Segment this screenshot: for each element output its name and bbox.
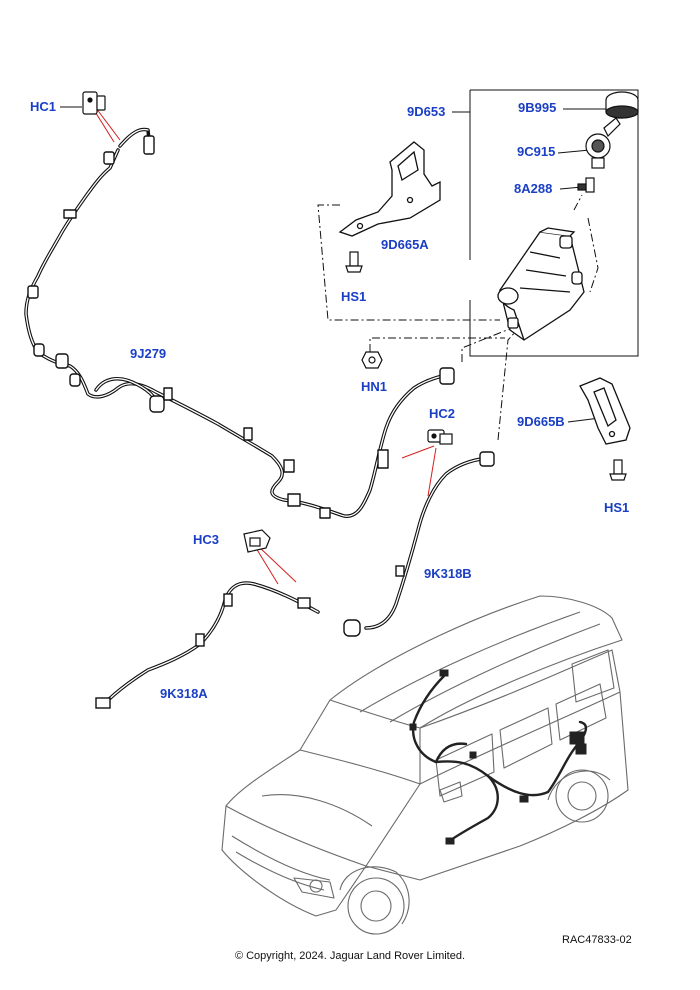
- callout-hc3: HC3: [193, 532, 220, 547]
- canister-body: [497, 227, 585, 341]
- callout-9d665b: 9D665B: [517, 414, 565, 429]
- callout-9j279: 9J279: [130, 346, 167, 361]
- vehicle-harness-connectors: [409, 669, 587, 845]
- hc2-clip: [427, 429, 453, 445]
- callout-hs1-top: HS1: [341, 289, 367, 304]
- harness-9k318a: [95, 581, 320, 709]
- hc1-clip: [82, 91, 106, 115]
- hs1-screw-top: [345, 251, 363, 273]
- callout-9d653: 9D653: [407, 104, 446, 119]
- red-leaders: [93, 107, 437, 585]
- vehicle-harness: [411, 674, 588, 844]
- hc3-clip: [243, 529, 271, 553]
- hs1-screw-right: [609, 459, 627, 481]
- harness-9j279: [24, 127, 455, 519]
- vehicle-illustration: [221, 595, 629, 935]
- callout-hs1-right: HS1: [604, 500, 630, 515]
- callout-9k318a: 9K318A: [160, 686, 208, 701]
- callout-hc1: HC1: [30, 99, 57, 114]
- callout-hc2: HC2: [429, 406, 456, 421]
- callout-8a288: 8A288: [514, 181, 553, 196]
- harness-9k318b: [343, 451, 495, 637]
- diagram-reference: RAC47833-02: [562, 934, 632, 946]
- bracket-9d665b: [579, 377, 631, 445]
- callout-9c915: 9C915: [517, 144, 556, 159]
- callout-hn1: HN1: [361, 379, 388, 394]
- hn1-nut: [361, 351, 383, 369]
- filter-cap-9b995: [605, 91, 639, 119]
- callout-9k318b: 9K318B: [424, 566, 472, 581]
- bracket-9d665a: [338, 141, 441, 237]
- valve-9c915: [585, 117, 621, 169]
- canister-group-box: [469, 89, 639, 357]
- connector-8a288: [577, 177, 595, 193]
- copyright-notice: © Copyright, 2024. Jaguar Land Rover Lim…: [234, 950, 466, 962]
- dash-dot-leaders: [317, 194, 599, 441]
- callout-9b995: 9B995: [518, 100, 557, 115]
- callout-9d665a: 9D665A: [381, 237, 429, 252]
